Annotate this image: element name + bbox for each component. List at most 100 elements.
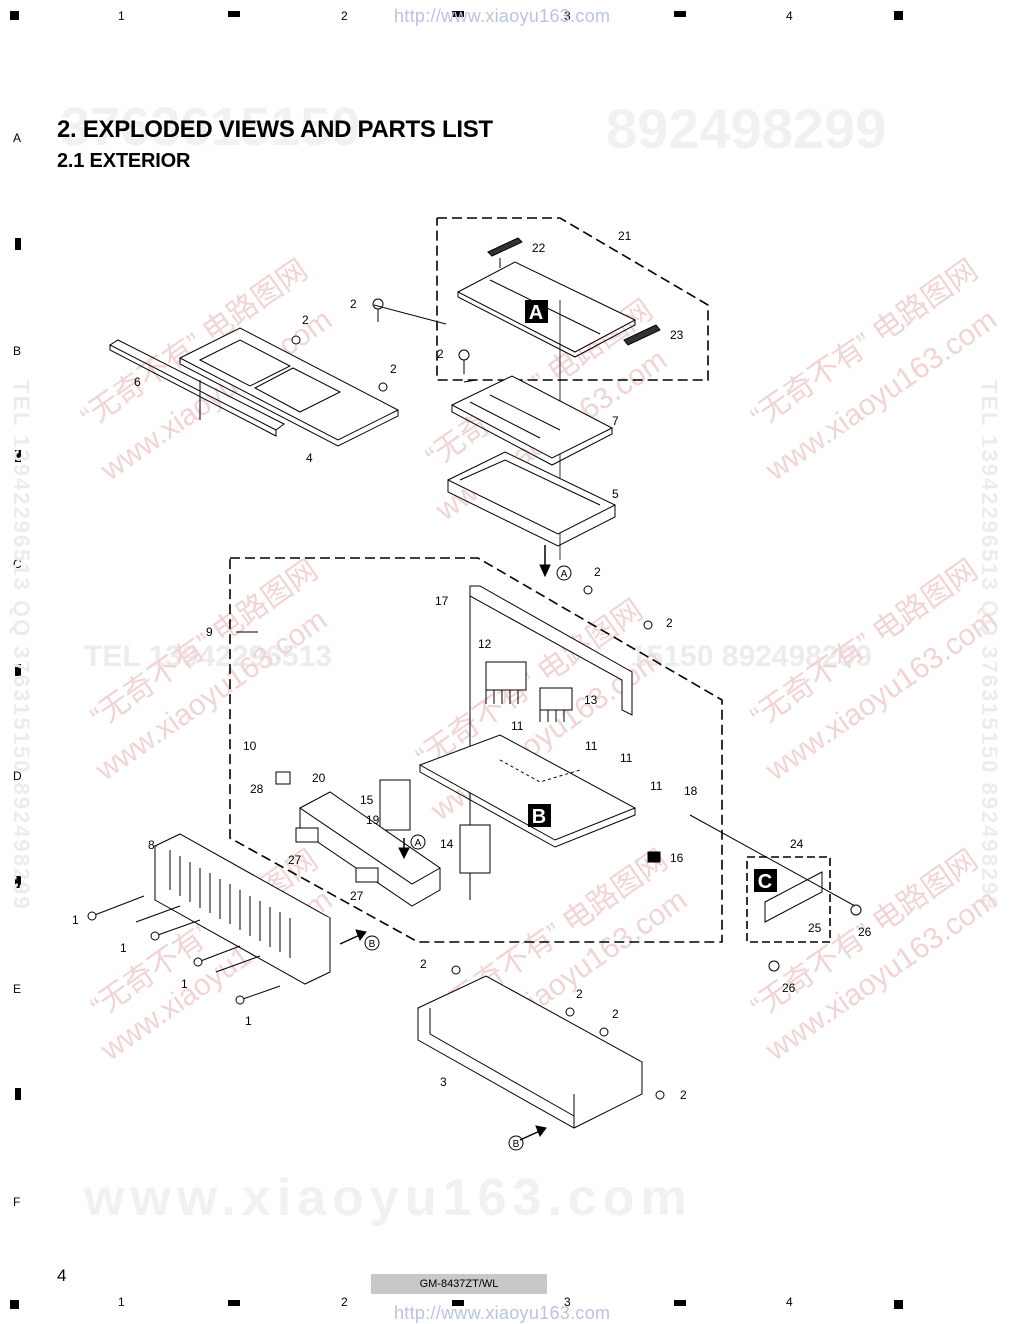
column-number: 1 [118, 1295, 125, 1309]
section-label-c: C [758, 871, 772, 893]
frame-mark [674, 11, 686, 17]
screw-26 [850, 904, 862, 916]
column-number: 4 [786, 1295, 793, 1309]
screw-2 [291, 298, 665, 1100]
frame-mark [452, 1300, 464, 1306]
ref-a: A [415, 838, 422, 849]
watermark-vertical-right: TEL 13942296513 QQ 376315150 892498299 [977, 380, 1002, 911]
ref-b: B [513, 1139, 520, 1150]
frame-mark [15, 664, 21, 676]
watermark-tel: TEL 13942296513 [84, 640, 332, 673]
callout: 23 [670, 328, 684, 342]
callout: 2 [594, 565, 601, 579]
watermark-tel-right: 15150 892498299 [630, 640, 872, 673]
watermark-bottom-url: www.xiaoyu163.com [84, 1169, 693, 1227]
frame-mark [452, 11, 464, 17]
cover-4 [178, 327, 400, 441]
chassis-5 [446, 451, 617, 535]
frame-mark [15, 238, 21, 250]
callout: 1 [181, 977, 188, 991]
callout: 2 [390, 362, 397, 376]
callout: 6 [134, 375, 141, 389]
callout: 1 [120, 941, 127, 955]
callout: 18 [684, 784, 698, 798]
frame-mark [10, 1300, 19, 1309]
callout: 2 [680, 1088, 687, 1102]
callout: 12 [478, 637, 492, 651]
frame-mark [228, 1300, 240, 1306]
ic-13 [539, 687, 573, 711]
callout: 7 [612, 414, 619, 428]
frame-mark [674, 1300, 686, 1306]
callout: 25 [808, 921, 822, 935]
callout: 1 [72, 913, 79, 927]
callout: 5 [612, 487, 619, 501]
shield-7 [450, 375, 614, 459]
callout: 26 [858, 925, 872, 939]
page-title: 2. EXPLODED VIEWS AND PARTS LIST [57, 116, 493, 143]
callout: 2 [576, 987, 583, 1001]
frame-mark [894, 1300, 903, 1309]
bracket-17 [469, 585, 633, 716]
section-title: 2.1 EXTERIOR [57, 150, 191, 172]
heat-sink-8 [153, 833, 332, 985]
watermark-url-bottom: http://www.xiaoyu163.com [394, 1303, 611, 1323]
column-number: 2 [341, 9, 348, 23]
row-letter: F [13, 1195, 21, 1209]
callout: 4 [306, 451, 313, 465]
screw-1 [87, 895, 281, 1005]
row-letter: E [13, 982, 22, 996]
callout: 10 [243, 739, 257, 753]
watermark-vertical-left: TEL 13942296513 QQ 376315150 892498299 [9, 380, 34, 911]
callout: 2 [666, 616, 673, 630]
section-label-a: A [529, 302, 543, 324]
callout: 26 [782, 981, 796, 995]
callout: 1 [245, 1014, 252, 1028]
frame-mark [228, 11, 240, 17]
column-number: 3 [564, 9, 571, 23]
section-label-b: B [532, 806, 546, 828]
ref-b: B [369, 939, 376, 950]
callout: 2 [420, 957, 427, 971]
row-letter: D [13, 769, 22, 783]
callout: 15 [360, 793, 374, 807]
frame-mark [15, 1088, 21, 1100]
callout: 11 [620, 751, 633, 765]
column-number: 2 [341, 1295, 348, 1309]
callout: 28 [250, 782, 264, 796]
connector-23 [623, 324, 661, 346]
frame-mark [15, 450, 21, 462]
callout: 3 [440, 1075, 447, 1089]
section-labels [525, 300, 777, 892]
part-16 [647, 851, 661, 863]
row-letter: B [13, 344, 22, 358]
row-letter: C [13, 557, 22, 571]
callout: 2 [437, 347, 444, 361]
frame-mark [15, 876, 21, 888]
column-number: 4 [786, 9, 793, 23]
column-number: 3 [564, 1295, 571, 1309]
callout: 19 [366, 813, 380, 827]
chassis-3 [416, 975, 644, 1129]
connector-22 [487, 237, 523, 257]
callout: 14 [440, 837, 454, 851]
section-a-boundary [436, 217, 709, 381]
callout: 16 [670, 851, 684, 865]
callout: 27 [350, 889, 364, 903]
frame-mark [10, 11, 19, 20]
watermark-number-right: 892498299 [606, 97, 887, 160]
section-c-boundary [746, 856, 831, 943]
callout: 2 [350, 297, 357, 311]
model-number: GM-8437ZT/WL [371, 1274, 547, 1294]
callout: 27 [288, 853, 302, 867]
row-letter: A [13, 131, 22, 145]
callout: 21 [618, 229, 632, 243]
callout: 11 [511, 719, 524, 733]
ic-12 [485, 661, 527, 691]
pcb-b [418, 734, 637, 841]
callout: 24 [790, 837, 804, 851]
watermark-number-left: 3763615150 [60, 97, 361, 157]
callout: 8 [148, 838, 155, 852]
callout: 17 [435, 594, 449, 608]
